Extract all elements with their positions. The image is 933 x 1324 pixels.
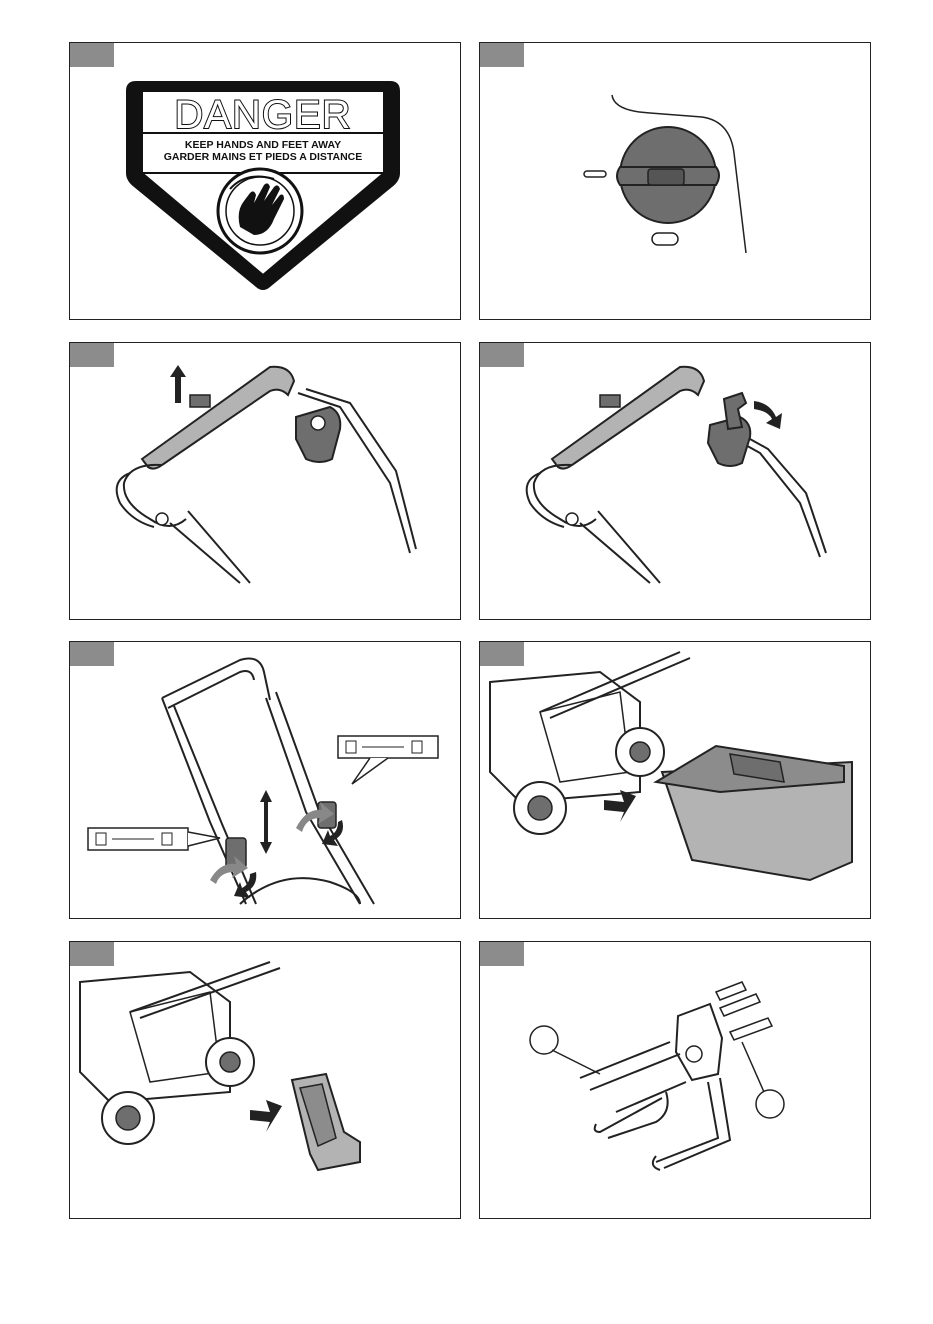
figure-panel-handle-lift	[69, 342, 461, 620]
figure-panel-wall-bracket	[479, 941, 871, 1219]
figure-panel-handle-lock	[69, 641, 461, 919]
handle-illustration	[70, 343, 461, 620]
lock-symbol-icon	[346, 741, 356, 753]
arrow-icon	[170, 365, 186, 403]
height-knob-icon	[480, 43, 871, 320]
figure-panel-grass-box	[479, 641, 871, 919]
figure-panel-mulch-plug	[69, 941, 461, 1219]
wall-bracket-illustration	[480, 942, 871, 1219]
danger-sign	[70, 43, 461, 320]
figure-panel-height-knob	[479, 42, 871, 320]
danger-warning-en: KEEP HANDS AND FEET AWAY	[130, 139, 396, 151]
danger-warning-fr: GARDER MAINS ET PIEDS A DISTANCE	[130, 151, 396, 163]
mulch-plug-illustration	[70, 942, 461, 1219]
lock-symbol-icon	[96, 833, 106, 845]
handle-illustration	[480, 343, 871, 620]
unlock-symbol-icon	[162, 833, 172, 845]
figure-panel-danger-sign: DANGER KEEP HANDS AND FEET AWAY GARDER M…	[69, 42, 461, 320]
grass-box-illustration	[480, 642, 871, 919]
figure-panel-handle-release	[479, 342, 871, 620]
arrow-icon	[250, 1100, 282, 1132]
arrow-icon	[754, 401, 782, 429]
unlock-symbol-icon	[412, 741, 422, 753]
danger-heading: DANGER	[158, 93, 368, 138]
telescopic-handle-illustration	[70, 642, 461, 919]
arrow-icon	[260, 790, 272, 854]
